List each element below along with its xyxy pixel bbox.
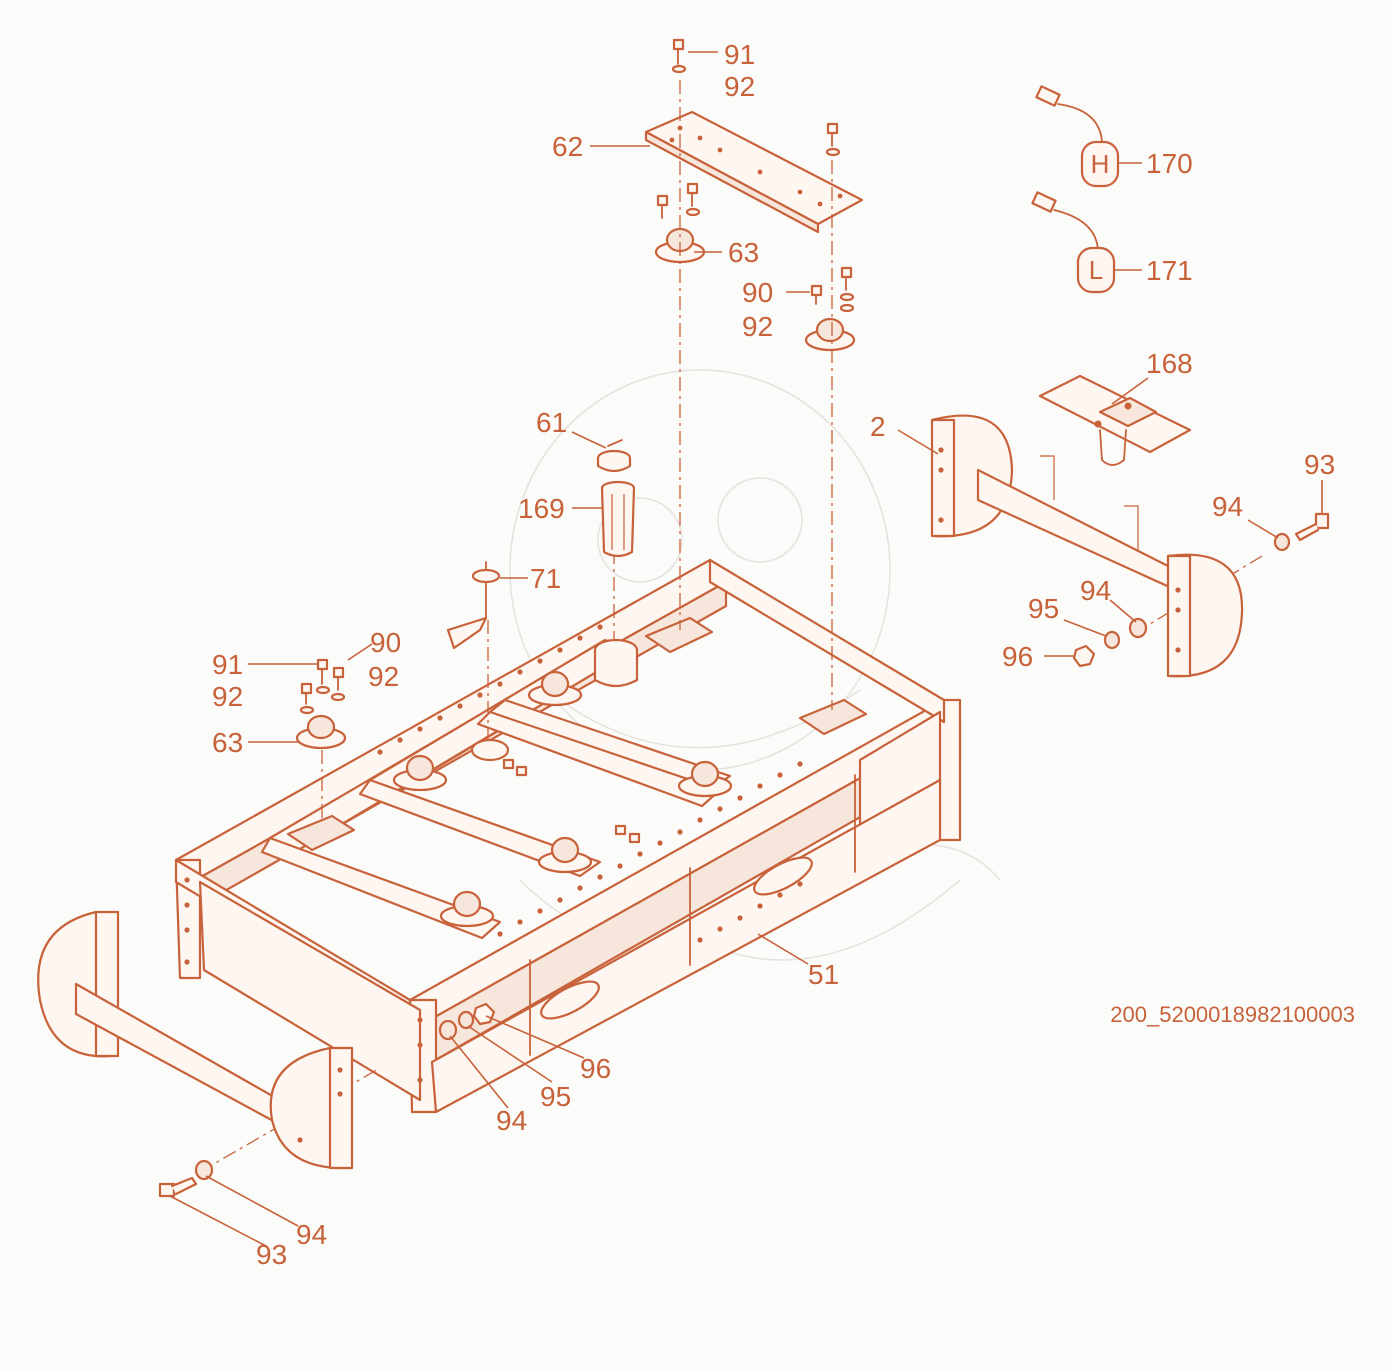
main-frame xyxy=(174,558,962,1114)
callout-95: 95 xyxy=(540,1081,571,1112)
callout-169: 169 xyxy=(518,493,565,524)
badge-letter-l: L xyxy=(1089,255,1103,285)
fuel-sender xyxy=(446,561,501,650)
leader-lines xyxy=(169,51,1323,1247)
sensor-h-badge: H xyxy=(1080,140,1120,188)
bolts xyxy=(299,38,855,715)
strainer xyxy=(600,480,636,558)
callout-95: 95 xyxy=(1028,593,1059,624)
sensor-bracket xyxy=(1038,374,1192,466)
callout-71: 71 xyxy=(530,563,561,594)
fasteners-left xyxy=(158,1002,496,1198)
callout-171: 171 xyxy=(1146,255,1193,286)
sensor-cable-l xyxy=(1031,191,1099,251)
callout-170: 170 xyxy=(1146,148,1193,179)
callout-62: 62 xyxy=(552,131,583,162)
callout-90: 90 xyxy=(370,627,401,658)
callout-2: 2 xyxy=(870,411,886,442)
lift-bar-right xyxy=(930,414,1244,678)
callout-91: 91 xyxy=(212,649,243,680)
callout-94: 94 xyxy=(1212,491,1243,522)
callout-94: 94 xyxy=(1080,575,1111,606)
callout-93: 93 xyxy=(256,1239,287,1270)
callout-92: 92 xyxy=(368,661,399,692)
sensor-l-badge: L xyxy=(1076,246,1116,294)
callout-61: 61 xyxy=(536,407,567,438)
frame-mounts xyxy=(392,670,733,928)
top-plate xyxy=(644,110,864,234)
fasteners-right xyxy=(1072,512,1330,668)
sensor-cable-h xyxy=(1035,85,1103,143)
lift-bar-left xyxy=(37,910,354,1170)
callout-92: 92 xyxy=(742,311,773,342)
fuel-cap xyxy=(596,439,632,473)
badge-letter-h: H xyxy=(1091,149,1110,179)
callout-93: 93 xyxy=(1304,449,1335,480)
diagram-code: 200_5200018982100003 xyxy=(1110,1002,1355,1027)
callout-168: 168 xyxy=(1146,348,1193,379)
rail-holes xyxy=(184,624,803,1083)
callout-92: 92 xyxy=(724,71,755,102)
callout-96: 96 xyxy=(1002,641,1033,672)
callout-labels: 91 92 62 63 90 92 170 171 168 2 93 94 94… xyxy=(212,39,1335,1270)
callout-63: 63 xyxy=(212,727,243,758)
callout-92: 92 xyxy=(212,681,243,712)
callout-90: 90 xyxy=(742,277,773,308)
callout-91: 91 xyxy=(724,39,755,70)
callout-94: 94 xyxy=(496,1105,527,1136)
callout-63: 63 xyxy=(728,237,759,268)
callout-94: 94 xyxy=(296,1219,327,1250)
callout-51: 51 xyxy=(808,959,839,990)
callout-96: 96 xyxy=(580,1053,611,1084)
